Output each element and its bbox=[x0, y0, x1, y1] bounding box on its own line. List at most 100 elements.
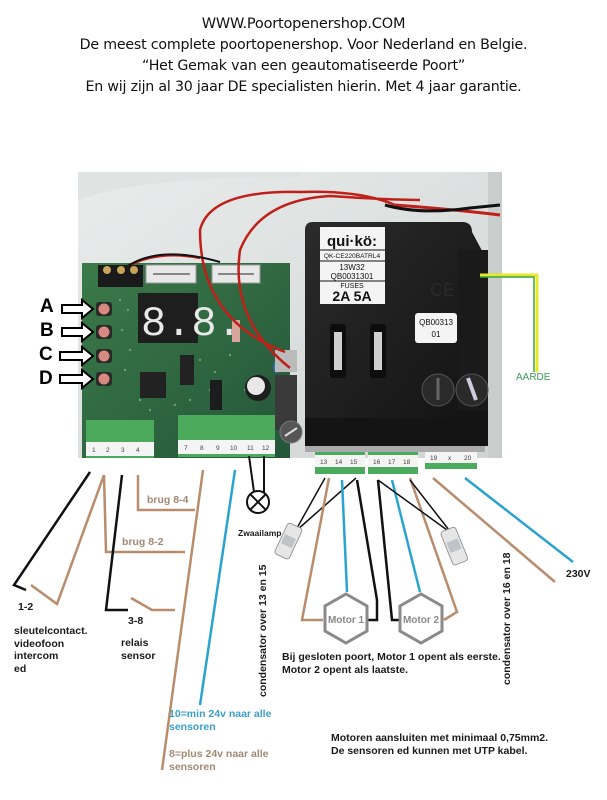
condensator-16-18-label: condensator over 16 en 18 bbox=[501, 552, 513, 685]
wire-terminal-8 bbox=[160, 469, 205, 771]
motor2-blue-wire bbox=[390, 479, 422, 593]
board-text: 1 bbox=[92, 447, 96, 454]
board-text: 11 bbox=[247, 445, 254, 452]
fuse-label bbox=[320, 227, 385, 304]
motor2-brown-wire bbox=[408, 477, 459, 622]
board-text: x bbox=[448, 455, 452, 462]
capacitor-16-18 bbox=[440, 526, 469, 566]
board-text: 3 bbox=[121, 447, 125, 454]
microcontroller-chip bbox=[140, 372, 166, 398]
motor1-black-wire bbox=[355, 479, 379, 622]
board-text: 10 bbox=[230, 445, 238, 452]
arrow-icon bbox=[61, 297, 95, 321]
board-text: 13W32 bbox=[339, 263, 365, 272]
board-text: 2 bbox=[106, 447, 110, 454]
button-a[interactable] bbox=[98, 303, 110, 315]
text-line: intercom bbox=[14, 650, 59, 662]
text-line: Motor 2 opent als laatste. bbox=[282, 663, 409, 676]
230v-label: 230V bbox=[566, 568, 591, 580]
board-text: 7 bbox=[184, 445, 188, 452]
button-c[interactable] bbox=[98, 350, 110, 362]
button-label-c: C bbox=[39, 344, 53, 365]
board-text: 16 bbox=[373, 459, 381, 466]
button-label-b: B bbox=[40, 320, 54, 341]
contact-3-8-label: 3-8 bbox=[128, 615, 144, 627]
shop-header: WWW.Poortopenershop.COM De meest complet… bbox=[0, 14, 607, 98]
board-text: QB0031301 bbox=[331, 272, 374, 281]
capacitor-13-15 bbox=[274, 522, 303, 560]
text-line: relais bbox=[121, 637, 149, 649]
wire-terminal-11 bbox=[248, 455, 255, 493]
ic-chip bbox=[180, 355, 194, 385]
wire-terminal-10 bbox=[198, 469, 237, 706]
board-text: 15 bbox=[350, 459, 358, 466]
board-text: 18 bbox=[403, 459, 411, 466]
shop-url: WWW.Poortopenershop.COM bbox=[201, 16, 406, 32]
shop-slogan: “Het Gemak van een geautomatiseerde Poor… bbox=[141, 58, 465, 74]
text-line: sensor bbox=[121, 649, 156, 662]
motor1-brown-wire bbox=[300, 477, 331, 622]
motor-order-note: Bij gesloten poort, Motor 1 opent als ee… bbox=[282, 651, 501, 676]
button-label-d: D bbox=[39, 368, 53, 389]
board-text: 17 bbox=[388, 459, 396, 466]
button-d[interactable] bbox=[98, 373, 110, 385]
motor1-blue-wire bbox=[340, 479, 349, 593]
motor1-icon bbox=[323, 592, 369, 645]
wire-230v-brown bbox=[432, 477, 556, 583]
cable-note: Motoren aansluiten met minimaal 0,75mm2.… bbox=[331, 732, 548, 757]
resistor bbox=[232, 320, 240, 342]
contact-1-2-description: sleutelcontact. videofoon intercom ed bbox=[14, 625, 88, 675]
board-text: 20 bbox=[464, 455, 472, 462]
text-line: Bij gesloten poort, Motor 1 opent als ee… bbox=[282, 651, 501, 663]
enclosure-shadow bbox=[78, 172, 300, 200]
wire-230v-blue bbox=[464, 477, 574, 563]
text-line: sleutelcontact. bbox=[14, 625, 88, 637]
shop-guarantee: En wij zijn al 30 jaar DE specialisten h… bbox=[85, 79, 522, 95]
motor1-label: Motor 1 bbox=[328, 615, 365, 626]
contact-1-2-label: 1-2 bbox=[18, 601, 34, 613]
serial-label bbox=[415, 313, 457, 343]
wire-terminal-3 bbox=[104, 474, 128, 612]
plus-24v-note: 8=plus 24v naar alle sensoren bbox=[169, 748, 269, 773]
terminal-numbers: 1 2 3 4 7 8 9 10 11 12 13 14 15 16 17 18… bbox=[92, 445, 472, 466]
wire-brug-8-2 bbox=[102, 474, 185, 554]
ce-mark: CE bbox=[430, 280, 455, 300]
earth-wire bbox=[480, 273, 539, 372]
black-wire bbox=[384, 203, 501, 213]
board-text: 14 bbox=[335, 459, 343, 466]
shop-tagline: De meest complete poortopenershop. Voor … bbox=[79, 37, 528, 53]
board-text: FUSES bbox=[340, 283, 364, 290]
board-text: 4 bbox=[136, 447, 140, 454]
board-text: QK-CE220BATRL4 bbox=[324, 253, 381, 260]
seven-segment-display bbox=[138, 293, 198, 343]
min-24v-note: 10=min 24v naar alle sensoren bbox=[169, 708, 271, 733]
contact-3-8-description: relais sensor bbox=[121, 637, 155, 662]
zwaailamp-label: Zwaailamp bbox=[238, 528, 282, 538]
lamp-icon bbox=[246, 490, 270, 514]
text-line: 10=min 24v naar alle bbox=[169, 708, 272, 720]
text-line: sensoren bbox=[169, 720, 216, 733]
button-b[interactable] bbox=[98, 326, 110, 338]
display-digits: 8.8. bbox=[141, 300, 242, 348]
enclosure-right-edge bbox=[488, 172, 502, 458]
board-text: 19 bbox=[430, 455, 438, 462]
motor2-black-wire bbox=[376, 479, 402, 622]
brug-8-2-label: brug 8-2 bbox=[122, 536, 164, 548]
motor2-label: Motor 2 bbox=[403, 615, 440, 626]
button-arrows bbox=[59, 297, 95, 391]
text-line: 8=plus 24v naar alle bbox=[169, 748, 269, 760]
board-text: 2A 5A bbox=[332, 288, 371, 304]
red-wires bbox=[129, 190, 501, 369]
motor2-icon bbox=[398, 592, 444, 645]
board-text: 8 bbox=[200, 445, 204, 452]
text-line: videofoon bbox=[14, 637, 65, 650]
board-text: QB00313 bbox=[419, 318, 453, 327]
brug-8-4-label: brug 8-4 bbox=[147, 494, 189, 506]
text-line: sensoren bbox=[169, 760, 216, 773]
board-text: 9 bbox=[216, 445, 220, 452]
wire-relay-switch bbox=[130, 596, 175, 612]
aarde-label: AARDE bbox=[516, 372, 551, 383]
text-line: ed bbox=[14, 662, 27, 675]
wire-terminal-1 bbox=[12, 471, 92, 592]
